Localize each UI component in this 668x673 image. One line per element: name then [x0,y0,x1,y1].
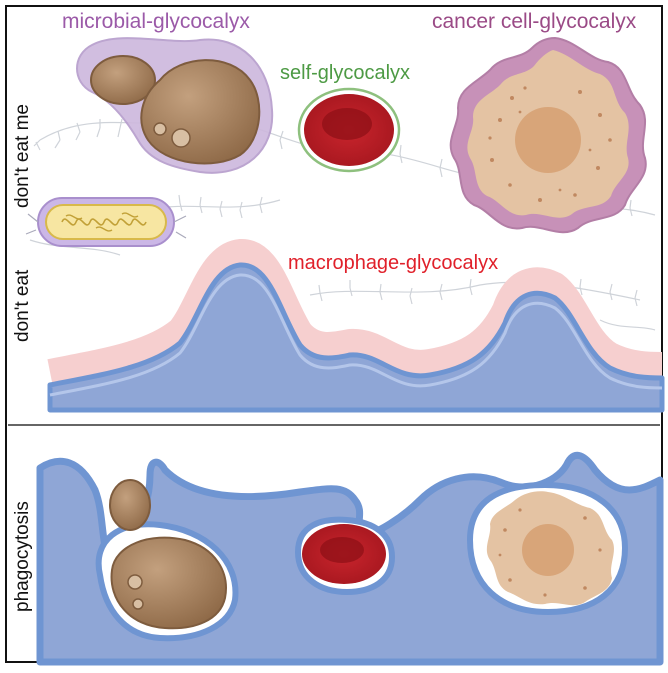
bacterium-cell [25,197,187,247]
macrophage-glycocalyx-label: macrophage-glycocalyx [288,252,499,274]
red-blood-cell-self [297,87,401,173]
self-glycocalyx-label: self-glycocalyx [280,62,411,84]
dont-eat-me-side-label: don't eat me [12,104,33,208]
cancer-cell-glycocalyx-label: cancer cell-glycocalyx [432,10,637,33]
cancer-cell-with-glycocalyx [449,36,647,234]
macrophage-top [47,239,665,413]
phagocytosis-side-label: phagocytosis [12,501,33,612]
macrophage-phagocytosis [36,451,664,666]
yeast-cell-with-glycocalyx [76,37,274,174]
dont-eat-side-label: don't eat [12,269,33,342]
microbial-glycocalyx-label: microbial-glycocalyx [62,10,250,33]
